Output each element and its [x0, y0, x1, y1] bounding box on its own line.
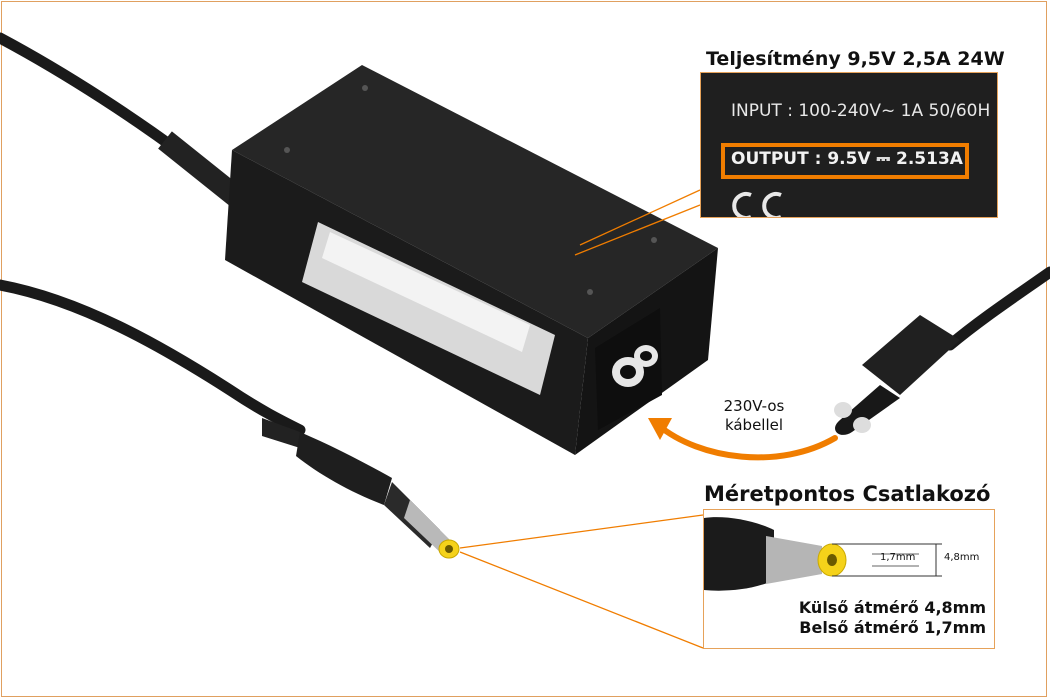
output-highlight-box	[721, 143, 969, 179]
cable-caption-line1: 230V-os	[723, 397, 785, 415]
label-closeup: INPUT : 100-240V~ 1A 50/60H OUTPUT : 9.5…	[700, 72, 998, 218]
strain-relief-top	[158, 131, 247, 209]
spec-title: Teljesítmény 9,5V 2,5A 24W	[706, 48, 1005, 70]
inner-dimension: 1,7mm	[880, 552, 916, 563]
orange-arrow	[655, 422, 838, 461]
inner-diameter-text: Belső átmérő 1,7mm	[799, 618, 986, 637]
outer-diameter-text: Külső átmérő 4,8mm	[798, 598, 986, 617]
callout-line-label	[574, 189, 701, 256]
outer-dimension: 4,8mm	[944, 552, 980, 563]
label-input-text: INPUT : 100-240V~ 1A 50/60H	[731, 101, 991, 121]
ac-plug	[834, 315, 960, 435]
connector-closeup: 1,7mm 4,8mm Külső átmérő 4,8mm Belső átm…	[703, 509, 995, 649]
ce-mark-icon	[732, 192, 782, 217]
dc-plug	[262, 418, 460, 559]
label-output-text: OUTPUT : 9.5V ⎓ 2.513A	[731, 149, 963, 169]
connector-closeup-drawing	[704, 517, 942, 591]
callout-line-connector	[459, 514, 704, 649]
adapter-body	[225, 65, 718, 455]
arrow-head	[648, 418, 672, 440]
dc-cable-bottom	[0, 279, 306, 436]
cable-caption-line2: kábellel	[724, 416, 784, 434]
connector-title: Méretpontos Csatlakozó	[704, 482, 991, 506]
ac-cable	[944, 266, 1050, 351]
cable-caption: 230V-os kábellel	[709, 397, 799, 435]
